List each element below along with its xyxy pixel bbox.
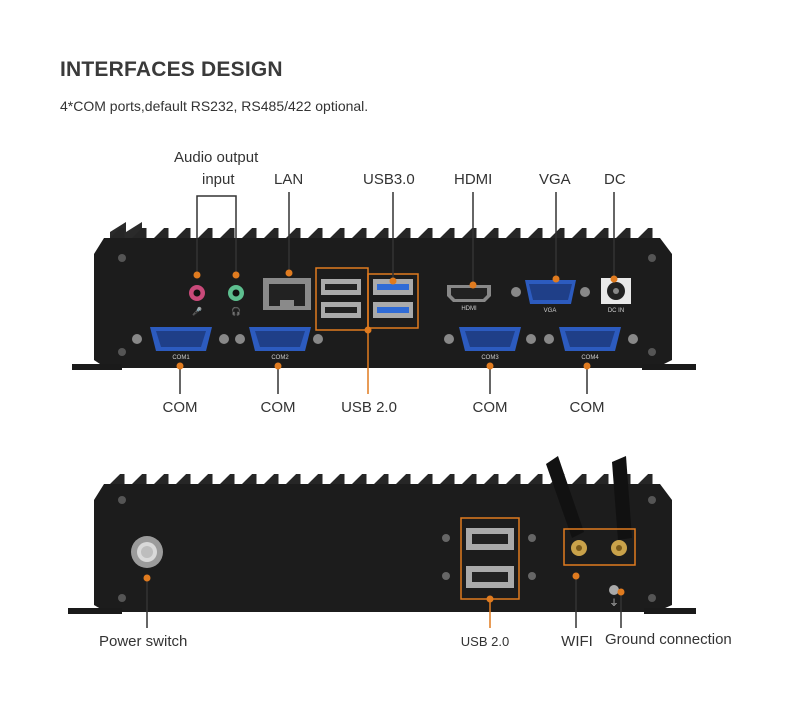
label-audio-line1: Audio output: [174, 149, 259, 166]
marker-dots-front: [176, 269, 618, 370]
label-hdmi: HDMI: [454, 171, 493, 188]
label-wifi: WIFI: [561, 633, 593, 650]
screw-icon: [118, 594, 126, 602]
screw-icon: [118, 254, 126, 262]
label-com4: COM: [569, 399, 605, 416]
com4-port-mark: COM4: [581, 355, 599, 361]
label-com2: COM: [260, 399, 296, 416]
screw-icon: [648, 496, 656, 504]
svg-text:🎧: 🎧: [231, 306, 241, 316]
com1-port: COM1: [132, 327, 229, 361]
svg-text:🎤: 🎤: [192, 306, 202, 316]
leader-lines-bottom: [179, 366, 588, 394]
dc-in-port-mark: DC IN: [608, 308, 624, 314]
leader-lines-top: [196, 192, 615, 283]
label-power-switch: Power switch: [99, 633, 188, 650]
rear-panel: ⏚: [68, 456, 696, 628]
vga-port-mark: VGA: [544, 308, 557, 314]
com3-port: COM3: [444, 327, 536, 361]
label-dc: DC: [604, 171, 626, 188]
com3-port-mark: COM3: [481, 355, 499, 361]
label-vga: VGA: [539, 171, 571, 188]
screw-icon: [118, 496, 126, 504]
com2-port-mark: COM2: [271, 355, 289, 361]
page-title: INTERFACES DESIGN: [60, 58, 283, 81]
screw-icon: [648, 254, 656, 262]
hdmi-port-mark: HDMI: [461, 306, 477, 312]
page-subtitle: 4*COM ports,default RS232, RS485/422 opt…: [60, 98, 369, 114]
label-com3: COM: [472, 399, 508, 416]
com1-port-mark: COM1: [172, 355, 190, 361]
front-panel: 🎤 🎧 HDMI VGA DC IN: [72, 192, 696, 394]
label-ground: Ground connection: [605, 631, 732, 648]
screw-icon: [648, 348, 656, 356]
label-com1: COM: [162, 399, 198, 416]
marker-dots-rear: [143, 572, 625, 603]
label-usb2-front: USB 2.0: [341, 399, 397, 416]
com4-port: COM4: [544, 327, 638, 361]
label-usb2-rear: USB 2.0: [460, 634, 510, 649]
ground-icon: ⏚: [609, 598, 618, 608]
com2-port: COM2: [235, 327, 323, 361]
screw-icon: [118, 348, 126, 356]
wifi-antenna: [546, 456, 632, 540]
label-audio-line2: input: [202, 171, 235, 188]
screw-icon: [648, 594, 656, 602]
wifi-highlight-box: [563, 528, 636, 566]
rear-leader-lines: [146, 578, 622, 628]
label-usb3: USB3.0: [363, 171, 415, 188]
ground-screw: [609, 585, 619, 595]
label-lan: LAN: [274, 171, 304, 188]
